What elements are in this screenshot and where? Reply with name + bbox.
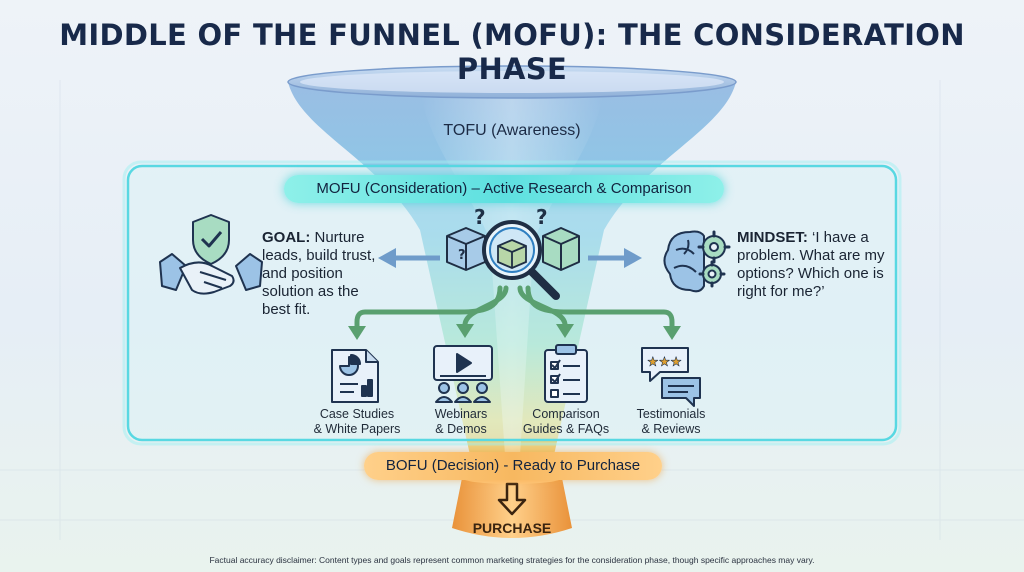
content-type-line2: & Demos <box>435 422 487 436</box>
purchase-arrow-icon <box>497 482 527 516</box>
handshake-shield-icon <box>159 214 263 295</box>
svg-text:?: ? <box>474 205 486 229</box>
tofu-label: TOFU (Awareness) <box>443 122 581 139</box>
svg-text:★★★: ★★★ <box>647 355 682 370</box>
content-type-line1: Testimonials <box>636 407 706 421</box>
side-arrows <box>378 248 642 268</box>
document-chart-icon <box>331 349 379 403</box>
funnel-spout <box>452 478 572 538</box>
goal-text: GOAL: Nurture leads, build trust, and po… <box>262 229 382 319</box>
content-type-line1: Comparison <box>532 407 600 421</box>
video-presentation-icon <box>433 345 493 403</box>
goal-body: Nurture leads, build trust, and position… <box>262 229 376 318</box>
page-title: MIDDLE OF THE FUNNEL (MOFU): THE CONSIDE… <box>59 18 965 86</box>
branch-arrows <box>354 285 675 333</box>
content-type-line1: Webinars <box>434 407 488 421</box>
content-type-line2: Guides & FAQs <box>522 422 610 436</box>
svg-text:?: ? <box>536 205 548 229</box>
disclaimer-text: Factual accuracy disclaimer: Content typ… <box>209 555 815 565</box>
research-magnifier-icon: ? ? ? <box>446 205 580 300</box>
content-type-line2: & Reviews <box>641 422 701 436</box>
svg-text:?: ? <box>458 248 466 263</box>
mindset-text: MINDSET: ‘I have a problem. What are my … <box>737 229 917 301</box>
bofu-label: BOFU (Decision) - Ready to Purchase <box>364 452 662 480</box>
content-type-testimonials: Testimonials & Reviews <box>606 407 736 437</box>
checklist-clipboard-icon <box>544 344 588 403</box>
brain-gears-icon <box>663 230 731 293</box>
goal-heading: GOAL: <box>262 229 311 246</box>
content-type-case-studies: Case Studies & White Papers <box>292 407 422 437</box>
mindset-body: ‘I have a problem. What are my options? … <box>737 229 885 300</box>
content-type-line2: & White Papers <box>313 422 401 436</box>
content-type-comparison-guides: Comparison Guides & FAQs <box>501 407 631 437</box>
content-type-line1: Case Studies <box>319 407 395 421</box>
content-type-webinars: Webinars & Demos <box>396 407 526 437</box>
rating-chat-icon: ★★★ <box>641 347 701 407</box>
mofu-label: MOFU (Consideration) – Active Research &… <box>284 175 724 203</box>
mindset-heading: MINDSET: <box>737 229 808 246</box>
branch-arrowheads <box>348 324 681 340</box>
purchase-label: PURCHASE <box>472 520 552 536</box>
mofu-panel <box>126 164 898 442</box>
